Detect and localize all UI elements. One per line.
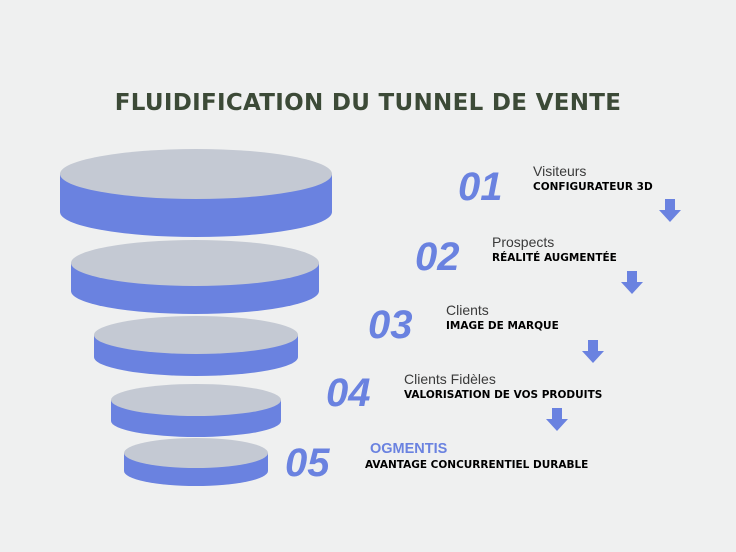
step-label-01: Visiteurs bbox=[533, 163, 587, 179]
step-subtitle-04: VALORISATION DE VOS PRODUITS bbox=[404, 389, 603, 401]
step-label-05: OGMENTIS bbox=[370, 441, 448, 457]
arrow-down-icon bbox=[582, 340, 604, 363]
step-number-05: 05 bbox=[285, 441, 330, 485]
step-number-01: 01 bbox=[458, 165, 503, 209]
arrow-down-icon bbox=[659, 199, 681, 222]
step-subtitle-01: CONFIGURATEUR 3D bbox=[533, 181, 653, 193]
step-subtitle-05: AVANTAGE CONCURRENTIEL DURABLE bbox=[365, 459, 589, 471]
step-number-02: 02 bbox=[415, 235, 460, 279]
step-label-04: Clients Fidèles bbox=[404, 371, 496, 387]
funnel-layer-4 bbox=[111, 384, 281, 437]
page-title: FLUIDIFICATION DU TUNNEL DE VENTE bbox=[114, 90, 622, 116]
funnel-layer-1 bbox=[60, 149, 332, 237]
step-number-04: 04 bbox=[326, 371, 371, 415]
arrow-down-icon bbox=[546, 408, 568, 431]
step-subtitle-02: RÉALITÉ AUGMENTÉE bbox=[492, 252, 617, 264]
step-label-03: Clients bbox=[446, 302, 489, 318]
step-number-03: 03 bbox=[368, 303, 413, 347]
step-label-02: Prospects bbox=[492, 234, 555, 250]
funnel-layer-3 bbox=[94, 316, 298, 376]
arrow-down-icon bbox=[621, 271, 643, 294]
funnel-layer-5 bbox=[124, 438, 268, 486]
step-subtitle-03: IMAGE DE MARQUE bbox=[446, 320, 559, 332]
funnel-layer-2 bbox=[71, 240, 319, 314]
